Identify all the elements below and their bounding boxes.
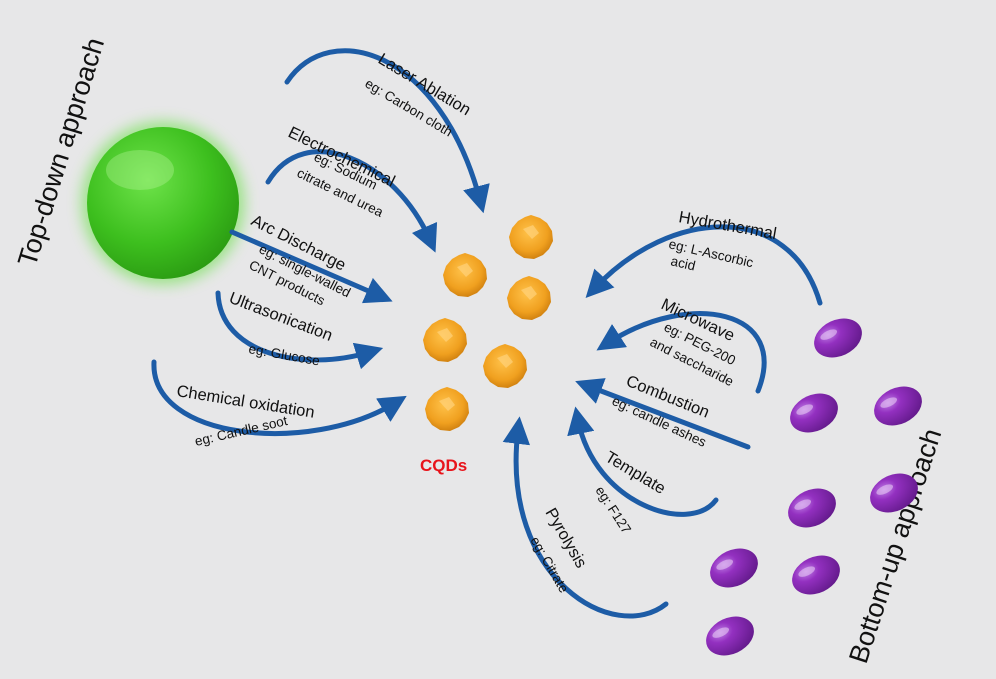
- top-down-arrows: [151, 48, 490, 436]
- ultrasonication-example: eg: Glucose: [247, 341, 321, 368]
- combustion-arrow: [575, 378, 751, 450]
- sphere-highlight: [106, 150, 174, 190]
- electrochemical-arrow: [265, 149, 438, 253]
- cqds-label: CQDs: [420, 456, 467, 475]
- hydrothermal-label: Hydrothermal: [677, 208, 778, 243]
- hydrothermal-arrow: [585, 224, 823, 306]
- precursor-molecule: [788, 488, 836, 528]
- hydrothermal-example-line2: acid: [669, 253, 697, 273]
- laser-ablation-arrow: [284, 48, 490, 214]
- precursor-molecules: [706, 318, 922, 656]
- bottom-up-method-labels: Hydrothermal eg: L-Ascorbic acid Microwa…: [527, 208, 778, 595]
- microwave-arrow: [596, 311, 767, 394]
- template-label: Template: [602, 448, 669, 498]
- cqd-particle: [509, 215, 553, 259]
- chemical-oxidation-arrow: [151, 359, 407, 436]
- precursor-molecule: [706, 616, 754, 656]
- precursor-molecule: [710, 548, 758, 588]
- precursor-molecule: [790, 393, 838, 433]
- cqd-particle: [483, 344, 527, 388]
- cqd-particle: [425, 387, 469, 431]
- precursor-molecule: [792, 555, 840, 595]
- cqd-particle: [423, 318, 467, 362]
- cqd-particles: [423, 215, 553, 431]
- template-arrow: [567, 406, 719, 517]
- cqd-particle: [443, 253, 487, 297]
- chemical-oxidation-label: Chemical oxidation: [175, 382, 316, 422]
- precursor-molecule: [874, 386, 922, 426]
- bulk-carbon-sphere: [87, 127, 239, 279]
- precursor-molecule: [814, 318, 862, 358]
- chemical-oxidation-example: eg: Candle soot: [193, 413, 289, 449]
- cqd-particle: [507, 276, 551, 320]
- pyrolysis-arrow: [502, 416, 669, 619]
- arc-discharge-arrow: [229, 229, 393, 304]
- template-example: eg: F127: [592, 483, 634, 536]
- bottom-up-label: Bottom-up approach: [843, 425, 947, 667]
- bottom-up-arrows: [502, 224, 823, 619]
- precursor-molecule: [870, 473, 918, 513]
- ultrasonication-arrow: [215, 290, 384, 370]
